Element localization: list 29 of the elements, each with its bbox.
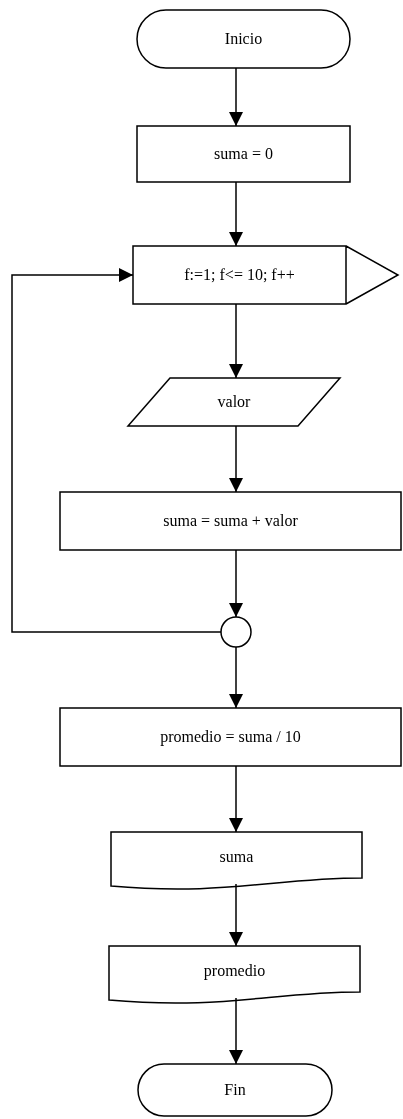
node-label: promedio: [203, 962, 266, 980]
node-label: suma = suma + valor: [163, 512, 298, 530]
terminal-shape: [137, 10, 350, 68]
arrow: [229, 646, 243, 709]
input-parallelogram: [128, 378, 340, 426]
node-label: Fin: [224, 1081, 246, 1099]
arrow: [229, 549, 243, 618]
node-label: suma = 0: [214, 145, 273, 163]
node-label: valor: [217, 393, 251, 411]
connector-circle: [221, 617, 251, 647]
document-shape: [109, 946, 360, 1004]
arrow: [229, 425, 243, 493]
process-box: [60, 708, 401, 766]
arrow: [229, 67, 243, 127]
process-box: [137, 126, 350, 182]
arrow: [229, 181, 243, 247]
arrow: [229, 997, 243, 1065]
arrow: [229, 303, 243, 379]
node-label: f:=1; f<= 10; f++: [184, 266, 295, 284]
arrow: [11, 268, 222, 633]
node-label: promedio = suma / 10: [160, 728, 301, 746]
arrow: [229, 883, 243, 947]
process-box: [60, 492, 401, 550]
node-label: suma: [219, 848, 254, 866]
terminal-shape: [138, 1064, 332, 1116]
loop-box: [133, 246, 398, 304]
node-label: Inicio: [224, 30, 263, 48]
document-shape: [111, 832, 362, 890]
arrow: [229, 765, 243, 833]
